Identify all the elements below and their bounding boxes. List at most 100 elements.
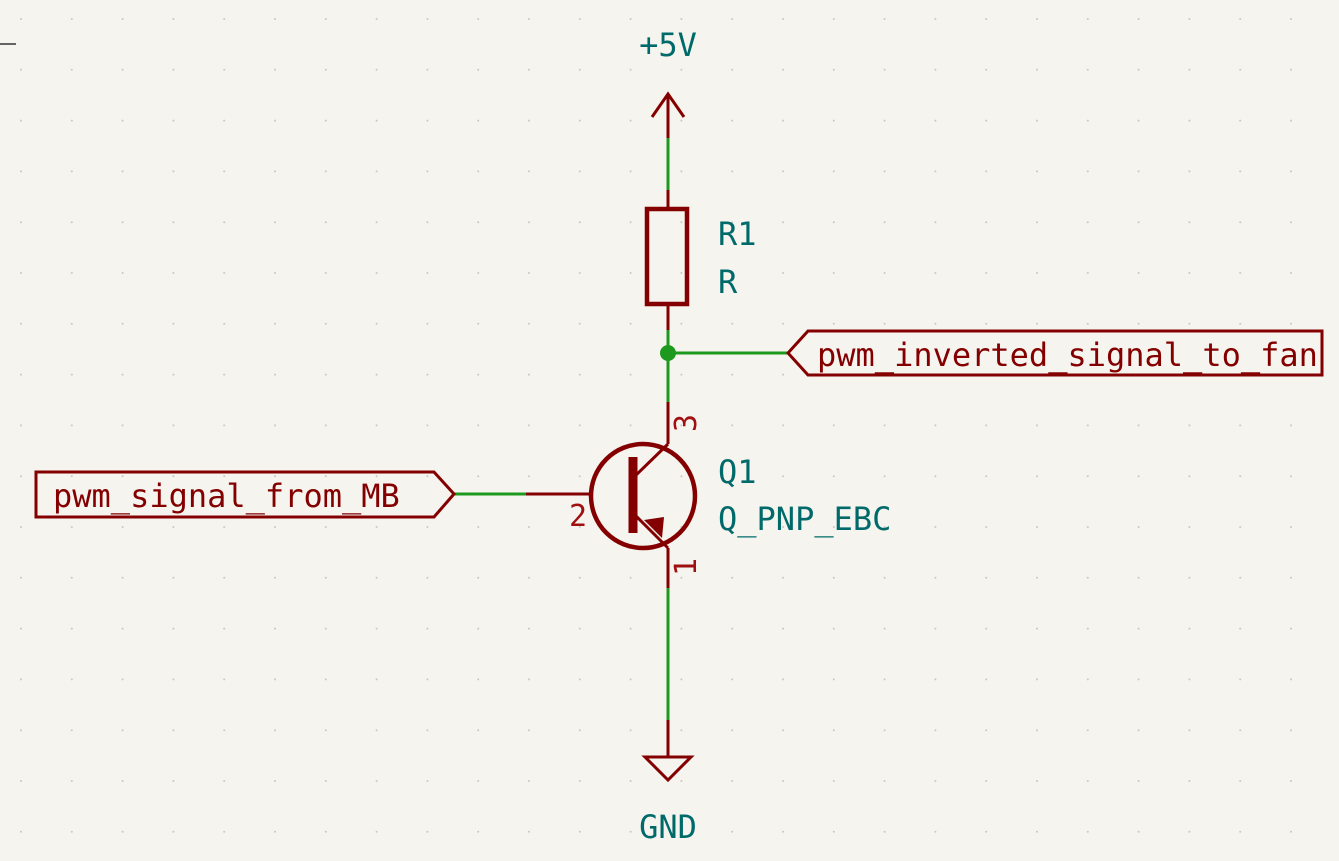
grid-dot [477,830,480,833]
grid-dot [883,830,886,833]
grid-dot [274,373,276,376]
grid-dot [1036,68,1038,71]
grid-dot [223,272,226,274]
grid-dot [121,322,124,325]
grid-dot [121,272,124,274]
grid-dot [629,272,632,274]
grid-dot [172,68,175,71]
transistor-q1[interactable]: 2 3 1 Q1 Q_PNP_EBC [526,402,891,588]
grid-dot [426,424,429,427]
grid-dot [20,322,22,325]
grid-dot [20,576,22,579]
grid-dot [985,526,988,528]
q1-pin-emitter-number: 1 [669,558,704,576]
grid-dot [375,221,378,224]
grid-dot [985,322,988,325]
grid-dot [172,830,175,833]
grid-dot [782,68,784,71]
grid-dot [883,18,886,20]
grid-dot [934,729,937,732]
power-supply-symbol[interactable]: +5V [639,26,697,138]
grid-dot [426,322,429,325]
grid-dot [223,830,226,833]
grid-dot [375,475,378,478]
grid-dot [274,780,276,782]
grid-dot [1239,678,1242,681]
grid-dot [731,272,734,274]
grid-dot [324,221,327,224]
grid-dot [1036,678,1038,681]
grid-dot [172,221,175,224]
grid-dot [1239,830,1242,833]
grid-dot [1290,627,1292,630]
grid-dot [426,475,429,478]
grid-dot [1137,526,1140,528]
grid-dot [578,322,581,325]
grid-dot [172,322,175,325]
grid-dot [121,373,124,376]
grid-dot [1290,678,1292,681]
resistor-r1[interactable]: R1 R [644,190,757,330]
grid-dot [477,729,480,732]
ground-label: GND [639,808,697,846]
grid-dot [70,576,73,579]
grid-dot [528,475,530,478]
output-net-label[interactable]: pwm_inverted_signal_to_fan [785,329,1324,377]
grid-dot [70,170,73,173]
grid-dot [883,119,886,122]
grid-dot [832,170,835,173]
grid-dot [1239,729,1242,732]
grid-dot [883,780,886,782]
grid-dot [680,119,683,122]
grid-dot [1239,68,1242,71]
grid-dot [477,221,480,224]
grid-dot [223,627,226,630]
grid-dot [375,576,378,579]
input-net-label[interactable]: pwm_signal_from_MB [34,470,457,519]
ground-symbol[interactable]: GND [639,720,697,846]
grid-dot [70,373,73,376]
grid-dot [121,729,124,732]
grid-dot [985,119,988,122]
grid-dot [832,678,835,681]
grid-dot [1188,272,1191,274]
grid-dot [1086,170,1089,173]
q1-value: Q_PNP_EBC [718,500,891,538]
grid-dot [1290,780,1292,782]
grid-dot [426,780,429,782]
grid-dot [121,170,124,173]
grid-dot [223,68,226,71]
grid-dot [578,627,581,630]
grid-dot [274,68,276,71]
grid-dot [324,373,327,376]
grid-dot [1086,322,1089,325]
grid-dot [1137,678,1140,681]
grid-dot [528,119,530,122]
grid-dot [782,272,784,274]
grid-dot [1036,322,1038,325]
grid-dot [172,170,175,173]
grid-dot [274,678,276,681]
grid-dot [121,830,124,833]
grid-dot [1290,221,1292,224]
grid-dot [680,322,683,325]
grid-dot [1137,780,1140,782]
grid-dot [731,526,734,528]
grid-dot [578,119,581,122]
grid-dot [324,576,327,579]
grid-dot [477,272,480,274]
grid-dot [934,830,937,833]
grid-dot [1086,424,1089,427]
grid-dot [70,18,73,20]
grid-dot [629,18,632,20]
grid-dot [426,526,429,528]
grid-dot [324,18,327,20]
grid-dot [629,322,632,325]
grid-dot [528,627,530,630]
grid-dot [680,424,683,427]
grid-dot [274,627,276,630]
grid-dot [1239,780,1242,782]
grid-dot [121,18,124,20]
grid-dot [1290,68,1292,71]
